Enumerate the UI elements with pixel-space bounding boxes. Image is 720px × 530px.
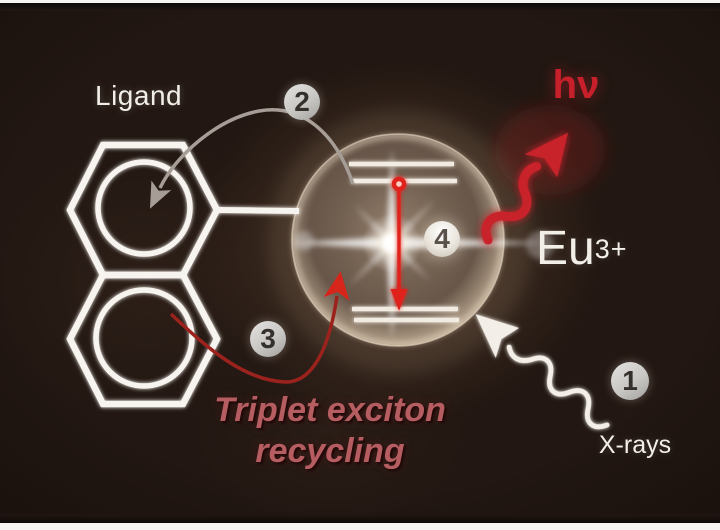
step-badge-2: 2 [284, 84, 320, 120]
xray-source-label: X-rays [598, 431, 672, 459]
aromatic-circle-bottom [93, 287, 195, 389]
exciton-dot-core [396, 181, 402, 187]
page-edge-bottom [0, 523, 720, 530]
ion-symbol: Eu [536, 222, 595, 275]
xray-wave [506, 344, 610, 430]
emission-photon-label: hν [552, 63, 600, 107]
emission-arrowhead [524, 132, 569, 178]
step-badge-1: 1 [611, 362, 649, 400]
xray-photon-arrow-icon [475, 314, 610, 430]
europium-ion-label: Eu3+ [536, 222, 628, 275]
caption-line-2: recycling [255, 432, 405, 470]
ion-charge-superscript: 3+ [594, 234, 628, 264]
energy-transfer-arrow-icon [149, 108, 355, 209]
starburst-flare-icon [292, 149, 554, 339]
flare-secondary-glint [526, 231, 554, 259]
frame-line-bottom [0, 514, 720, 523]
ground-state-levels [352, 306, 459, 323]
step-badge-4: 4 [424, 221, 460, 257]
ligand-label: Ligand [95, 80, 183, 111]
transition-arrowhead [390, 289, 408, 311]
step-badge-3: 3 [250, 321, 286, 357]
xray-arrowhead [475, 314, 520, 359]
caption-line-1: Triplet exciton [214, 391, 446, 429]
ligand-rings-icon [66, 141, 300, 408]
emission-photon-arrow-icon [481, 132, 569, 245]
page-edge-top [0, 0, 720, 3]
emission-wave [481, 161, 542, 245]
recycling-arrow-icon [169, 271, 350, 384]
radiative-transition-arrow-icon [390, 176, 408, 311]
hexagon-ring-bottom [66, 271, 221, 408]
flare-left-glint [294, 231, 314, 251]
sphere-rim [291, 133, 505, 347]
caption: Triplet exciton recycling [160, 390, 500, 472]
ligand-sphere-bond [217, 207, 300, 214]
frame-line-top [0, 3, 720, 11]
aromatic-circle-top [95, 159, 193, 257]
sphere-rim-glow [292, 134, 504, 346]
flare-core [383, 234, 401, 252]
